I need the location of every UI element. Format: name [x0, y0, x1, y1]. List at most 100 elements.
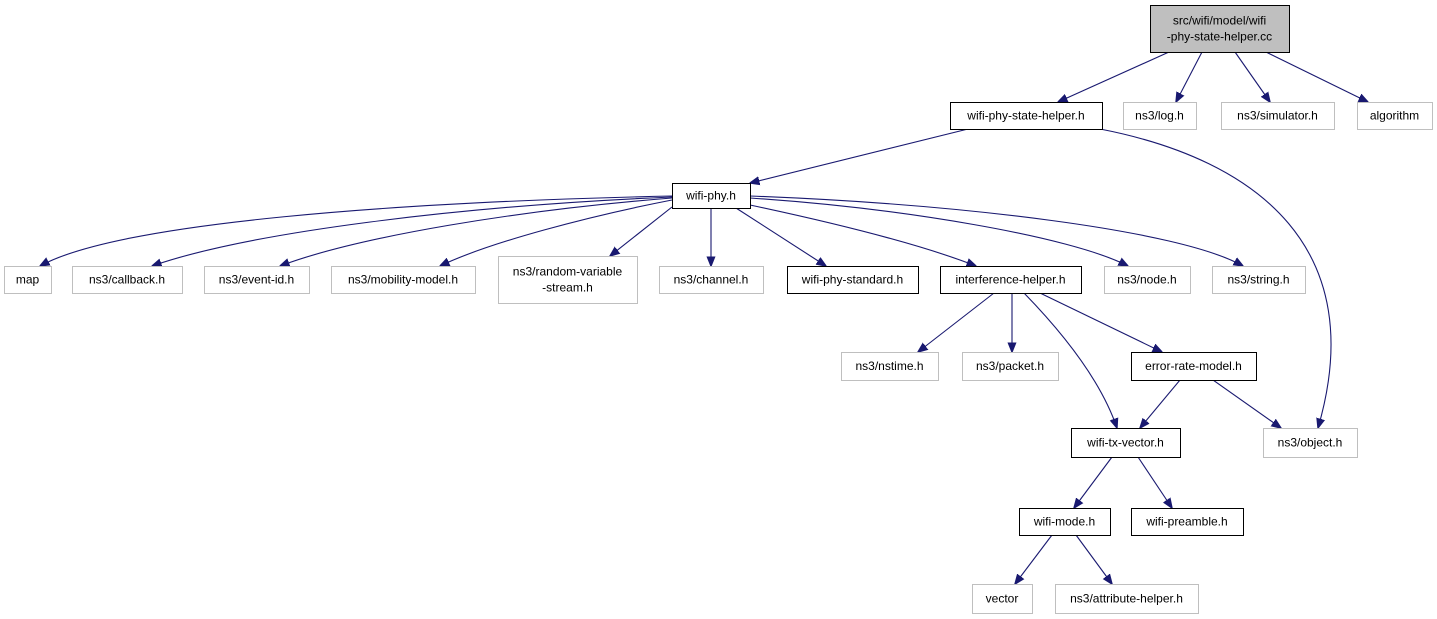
edge-wifiphy-to-eventid	[280, 197, 673, 266]
node-box-randomvar	[498, 256, 638, 304]
node-label-algorithm: algorithm	[1370, 109, 1419, 123]
node-algorithm: algorithm	[1357, 102, 1433, 130]
edge-root-to-log	[1176, 51, 1203, 102]
node-label-string: ns3/string.h	[1227, 273, 1289, 287]
node-label-mobility: ns3/mobility-model.h	[348, 273, 458, 287]
node-box-preamble	[1131, 508, 1244, 536]
node-errrate[interactable]: error-rate-model.h	[1131, 352, 1257, 381]
node-mobility: ns3/mobility-model.h	[331, 266, 476, 294]
edge-interf-to-nstime	[918, 292, 995, 352]
node-box-root	[1150, 5, 1290, 53]
node-label-phystd: wifi-phy-standard.h	[801, 273, 903, 287]
node-eventid: ns3/event-id.h	[204, 266, 310, 294]
node-box-simulator	[1221, 102, 1335, 130]
edge-root-to-algorithm	[1265, 51, 1368, 102]
edge-wifiphy-to-string	[749, 195, 1243, 266]
node-label-log: ns3/log.h	[1135, 109, 1184, 123]
edge-errrate-to-txvector	[1140, 379, 1181, 428]
edge-txvector-to-preamble	[1137, 456, 1172, 508]
node-label-interf: interference-helper.h	[955, 273, 1065, 287]
node-box-mobility	[331, 266, 476, 294]
edge-root-to-wpsh	[1058, 51, 1170, 102]
node-label-randomvar-line-2: -stream.h	[542, 281, 593, 295]
node-nstime: ns3/nstime.h	[841, 352, 939, 381]
node-box-log	[1123, 102, 1197, 130]
node-label-map: map	[16, 273, 40, 287]
edge-wifimode-to-attrhelper	[1075, 534, 1112, 584]
node-preamble[interactable]: wifi-preamble.h	[1131, 508, 1244, 536]
edge-wifiphy-to-callback	[152, 196, 673, 266]
node-label-node: ns3/node.h	[1117, 273, 1176, 287]
node-vector: vector	[972, 584, 1033, 614]
node-box-wpsh	[950, 102, 1103, 130]
edge-wpsh-to-object	[1099, 128, 1332, 428]
node-label-root-line-2: -phy-state-helper.cc	[1167, 30, 1272, 44]
edge-root-to-simulator	[1234, 51, 1270, 102]
node-interf[interactable]: interference-helper.h	[940, 266, 1082, 294]
node-label-channel: ns3/channel.h	[674, 273, 749, 287]
nodes-layer: src/wifi/model/wifi -phy-state-helper.cc w…	[4, 5, 1433, 614]
node-wifimode[interactable]: wifi-mode.h	[1019, 508, 1111, 536]
edge-wifiphy-to-map	[40, 195, 673, 266]
edge-wifimode-to-vector	[1015, 534, 1053, 584]
node-label-simulator: ns3/simulator.h	[1237, 109, 1318, 123]
node-label-randomvar-line-1: ns3/random-variable	[513, 265, 623, 279]
edge-wifiphy-to-node	[749, 197, 1128, 266]
node-txvector[interactable]: wifi-tx-vector.h	[1071, 428, 1181, 458]
node-box-vector	[972, 584, 1033, 614]
node-wifiphy[interactable]: wifi-phy.h	[672, 183, 751, 209]
edge-wifiphy-to-mobility	[440, 199, 673, 266]
node-map: map	[4, 266, 52, 294]
node-label-root-line-1: src/wifi/model/wifi	[1173, 14, 1266, 28]
node-label-object: ns3/object.h	[1278, 436, 1343, 450]
node-box-nstime	[841, 352, 939, 381]
edge-wifiphy-to-randomvar	[610, 206, 673, 256]
node-label-wifimode: wifi-mode.h	[1033, 515, 1095, 529]
node-label-preamble: wifi-preamble.h	[1145, 515, 1227, 529]
node-box-errrate	[1131, 352, 1257, 381]
node-box-wifiphy	[672, 183, 751, 209]
edge-wifiphy-to-interf	[749, 204, 976, 266]
node-box-node	[1104, 266, 1191, 294]
node-randomvar: ns3/random-variable -stream.h	[498, 256, 638, 304]
edge-errrate-to-object	[1212, 379, 1281, 428]
edge-txvector-to-wifimode	[1074, 456, 1113, 508]
node-box-eventid	[204, 266, 310, 294]
node-simulator: ns3/simulator.h	[1221, 102, 1335, 130]
node-callback: ns3/callback.h	[72, 266, 183, 294]
node-label-nstime: ns3/nstime.h	[855, 359, 923, 373]
node-phystd[interactable]: wifi-phy-standard.h	[787, 266, 919, 294]
edge-interf-to-errrate	[1039, 292, 1162, 352]
node-label-txvector: wifi-tx-vector.h	[1086, 436, 1164, 450]
node-box-callback	[72, 266, 183, 294]
node-root: src/wifi/model/wifi -phy-state-helper.cc	[1150, 5, 1290, 53]
node-node: ns3/node.h	[1104, 266, 1191, 294]
node-label-vector: vector	[986, 592, 1019, 606]
node-box-string	[1212, 266, 1306, 294]
node-label-errrate: error-rate-model.h	[1145, 359, 1242, 373]
node-packet: ns3/packet.h	[962, 352, 1059, 381]
node-box-txvector	[1071, 428, 1181, 458]
node-label-wifiphy: wifi-phy.h	[685, 189, 736, 203]
node-object: ns3/object.h	[1263, 428, 1358, 458]
node-label-eventid: ns3/event-id.h	[219, 273, 294, 287]
node-label-attrhelper: ns3/attribute-helper.h	[1070, 592, 1183, 606]
node-wpsh[interactable]: wifi-phy-state-helper.h	[950, 102, 1103, 130]
node-attrhelper: ns3/attribute-helper.h	[1055, 584, 1199, 614]
node-log: ns3/log.h	[1123, 102, 1197, 130]
node-box-channel	[659, 266, 764, 294]
node-box-map	[4, 266, 52, 294]
node-box-interf	[940, 266, 1082, 294]
node-box-wifimode	[1019, 508, 1111, 536]
node-label-wpsh: wifi-phy-state-helper.h	[966, 109, 1084, 123]
node-channel: ns3/channel.h	[659, 266, 764, 294]
edge-interf-to-txvector	[1023, 292, 1117, 428]
node-box-attrhelper	[1055, 584, 1199, 614]
node-string: ns3/string.h	[1212, 266, 1306, 294]
node-label-packet: ns3/packet.h	[976, 359, 1044, 373]
edges-layer	[40, 51, 1368, 584]
edge-wifiphy-to-phystd	[735, 207, 826, 266]
node-box-packet	[962, 352, 1059, 381]
edge-wpsh-to-wifiphy	[750, 128, 969, 183]
